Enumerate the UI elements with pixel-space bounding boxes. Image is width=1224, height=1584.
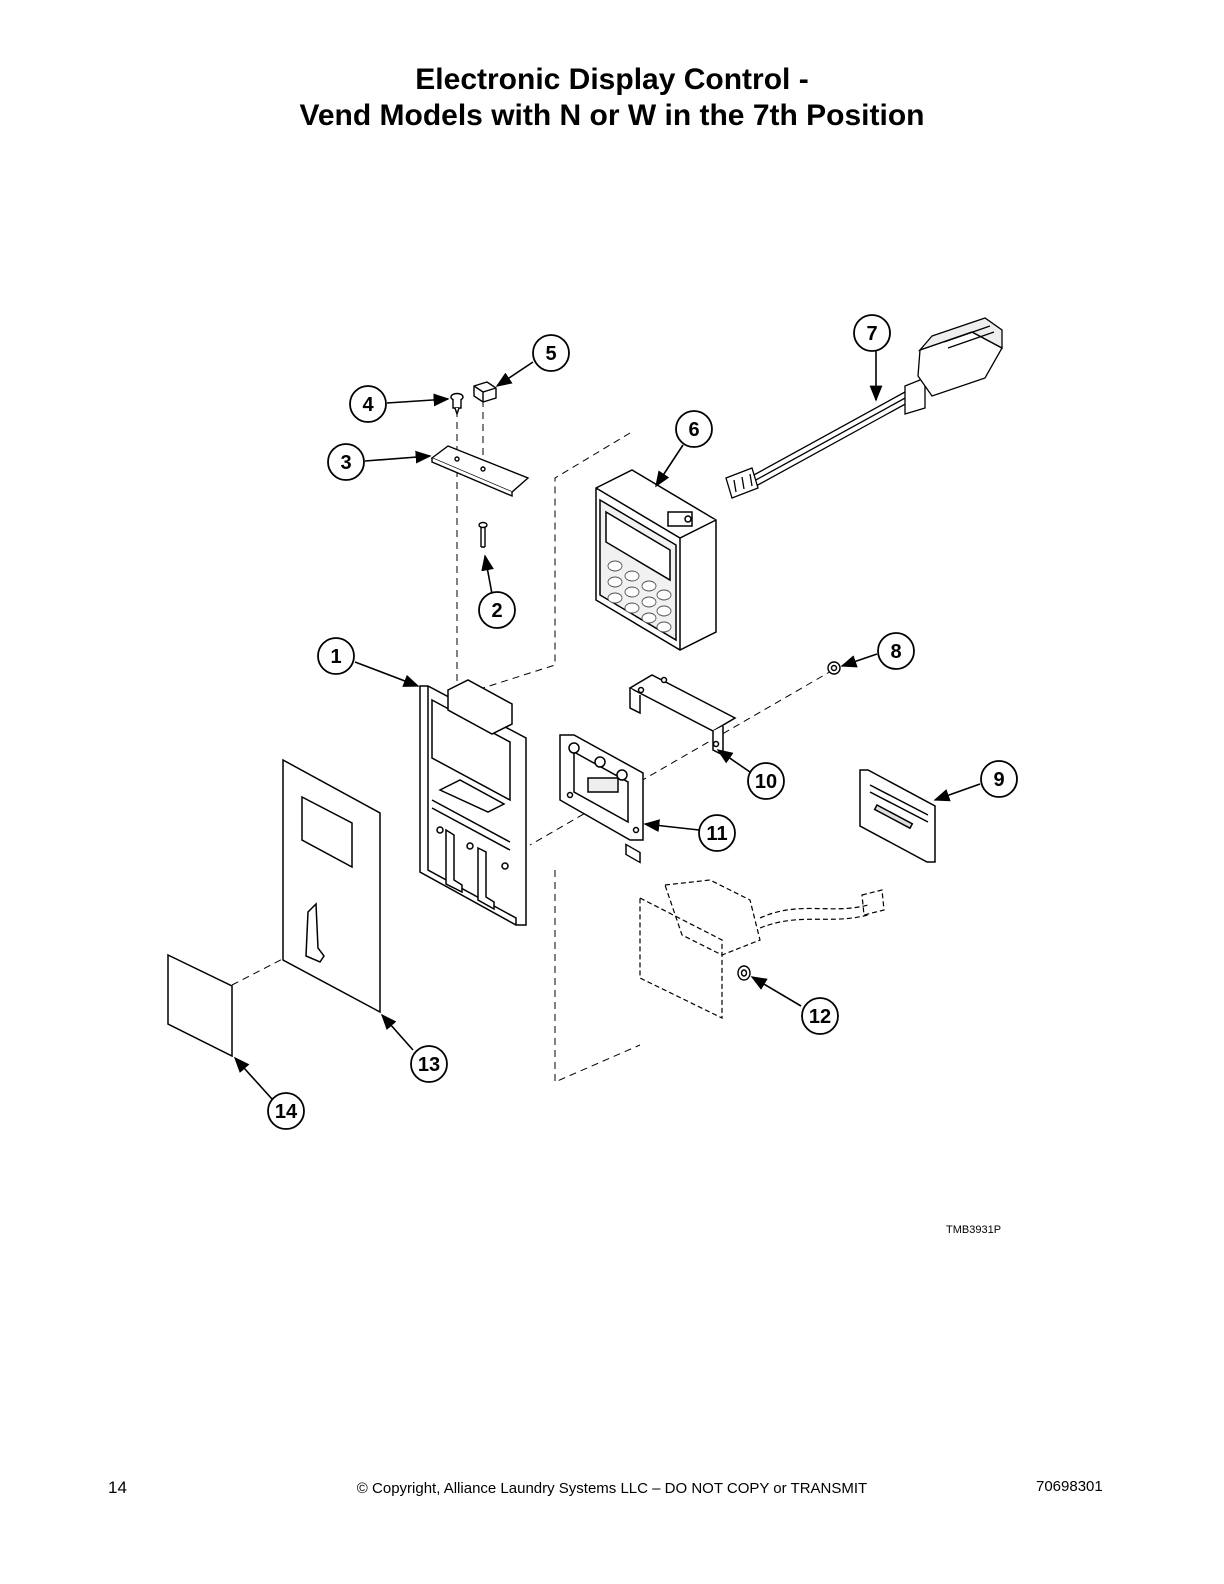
callout-label-14: 14 xyxy=(275,1101,298,1123)
callout-label-1: 1 xyxy=(330,646,341,668)
part-3-bracket-plate xyxy=(430,445,530,498)
page-title: Electronic Display Control - Vend Models… xyxy=(0,62,1224,134)
callout-label-3: 3 xyxy=(340,452,351,474)
page-number: 14 xyxy=(108,1478,127,1497)
callout-5: 5 xyxy=(532,334,570,372)
callout-9: 9 xyxy=(980,760,1018,798)
callout-label-13: 13 xyxy=(418,1054,440,1076)
part-8-nut xyxy=(827,661,841,675)
leader-2 xyxy=(481,554,494,595)
leader-14 xyxy=(233,1056,273,1100)
leader-lines xyxy=(233,351,981,1100)
leader-1 xyxy=(354,661,420,687)
callout-8: 8 xyxy=(877,632,915,670)
leader-11 xyxy=(643,819,700,832)
callout-label-8: 8 xyxy=(890,641,901,663)
title-line-1: Electronic Display Control - xyxy=(415,63,809,96)
callout-label-10: 10 xyxy=(755,771,777,793)
part-6-display-control xyxy=(595,469,717,864)
part-7-wire-harness xyxy=(725,317,1003,499)
part-4-screw xyxy=(450,392,464,417)
drawing-id: TMB3931P xyxy=(946,1224,1002,1236)
callout-label-9: 9 xyxy=(993,769,1004,791)
part-11-mounting-plate xyxy=(559,734,644,841)
callouts: 1 2 3 4 5 6 7 8 xyxy=(267,314,1018,1130)
callout-label-5: 5 xyxy=(545,343,556,365)
part-13-front-panel xyxy=(282,758,381,1014)
title-line-2: Vend Models with N or W in the 7th Posit… xyxy=(299,99,925,132)
leader-12 xyxy=(750,976,802,1007)
document-number: 70698301 xyxy=(1036,1478,1103,1495)
callout-3: 3 xyxy=(327,443,365,481)
part-14-label xyxy=(167,953,233,1058)
copyright-notice: © Copyright, Alliance Laundry Systems LL… xyxy=(356,1480,868,1497)
leader-5 xyxy=(495,361,534,387)
callout-label-2: 2 xyxy=(491,600,502,622)
callout-12: 12 xyxy=(801,997,839,1035)
leader-10 xyxy=(716,749,751,773)
leader-8 xyxy=(840,653,878,668)
part-1-mounting-bracket xyxy=(419,679,527,926)
part-10-angle-bracket xyxy=(628,674,737,757)
leader-4 xyxy=(386,393,450,407)
callout-10: 10 xyxy=(747,762,785,800)
callout-label-12: 12 xyxy=(809,1006,831,1028)
callout-4: 4 xyxy=(349,385,387,423)
part-9-bracket xyxy=(859,769,936,863)
callout-6: 6 xyxy=(675,410,713,448)
callout-14: 14 xyxy=(267,1092,305,1130)
part-12-nut xyxy=(737,965,751,981)
coin-mechanism-reference xyxy=(639,879,885,1019)
callout-label-7: 7 xyxy=(866,323,877,345)
callout-13: 13 xyxy=(410,1045,448,1083)
callout-label-11: 11 xyxy=(706,823,727,845)
leader-9 xyxy=(933,783,981,802)
callout-1: 1 xyxy=(317,637,355,675)
part-2-pin xyxy=(478,521,488,548)
callout-label-6: 6 xyxy=(688,419,699,441)
part-5-clip xyxy=(473,381,497,403)
leader-13 xyxy=(380,1013,414,1051)
callout-11: 11 xyxy=(698,814,736,852)
callout-label-4: 4 xyxy=(362,394,374,416)
leader-6 xyxy=(655,444,684,488)
leader-3 xyxy=(364,450,432,464)
callout-7: 7 xyxy=(853,314,891,352)
callout-2: 2 xyxy=(478,591,516,629)
